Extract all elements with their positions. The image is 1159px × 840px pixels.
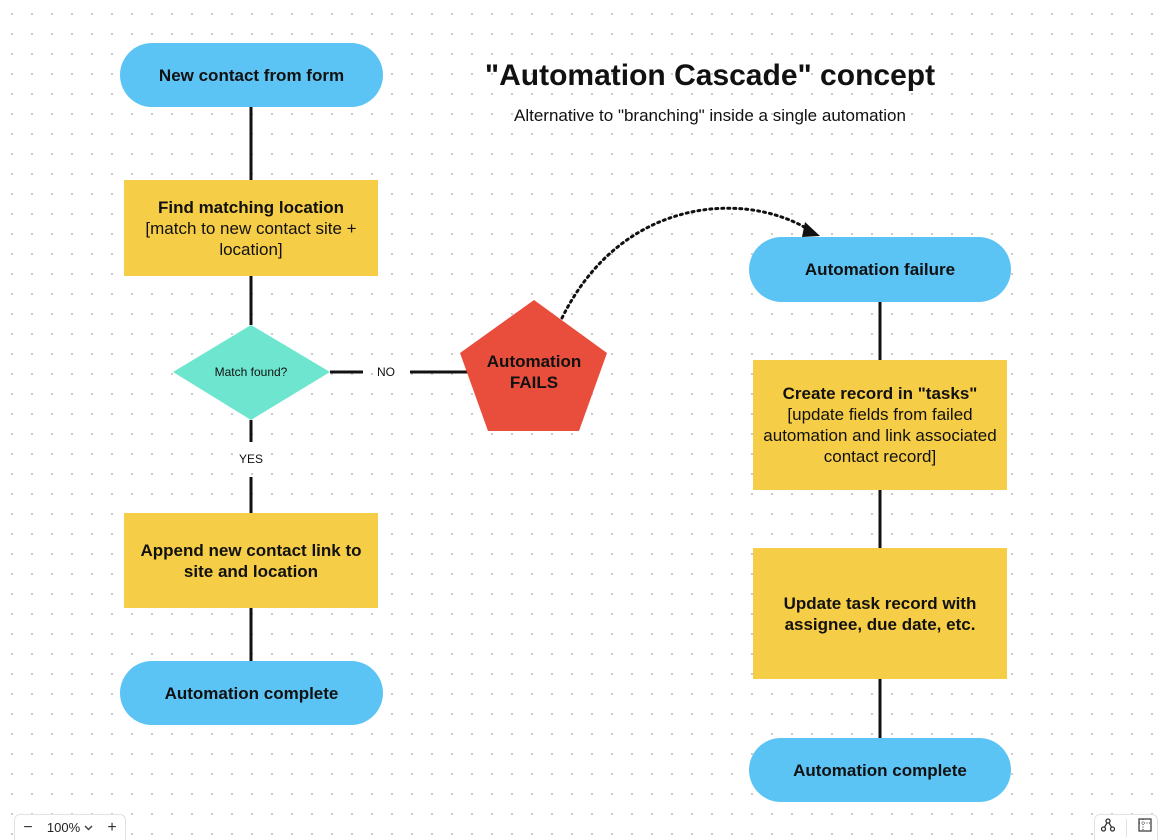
node-create-task-body: [update fields from failed automation an… [763, 405, 997, 466]
node-complete-right-label: Automation complete [793, 760, 967, 780]
zoom-out-button[interactable]: − [23, 818, 33, 836]
zoom-level-select[interactable]: 100% [47, 820, 93, 835]
node-complete-left-label: Automation complete [164, 683, 339, 703]
node-append-link[interactable]: Append new contact link to site and loca… [124, 513, 378, 608]
node-automation-failure[interactable]: Automation failure [749, 237, 1011, 302]
zoom-level-value: 100% [46, 820, 81, 835]
node-complete-left[interactable]: Automation complete [120, 661, 383, 725]
node-find-location-title: Find matching location [157, 197, 345, 217]
fails-pentagon [460, 300, 607, 431]
graph-button[interactable] [1100, 818, 1115, 837]
node-find-location-body: [match to new contact site + location] [145, 218, 357, 259]
chevron-down-icon [84, 824, 93, 831]
minimap-icon [1137, 818, 1152, 832]
edge-fails-to-failure [560, 206, 808, 320]
node-find-location[interactable]: Find matching location [match to new con… [124, 180, 378, 276]
node-complete-right[interactable]: Automation complete [749, 738, 1011, 802]
node-append-link-label: Append new contact link to site and loca… [140, 540, 362, 581]
edge-label-yes: YES [234, 450, 268, 468]
diagram-title: "Automation Cascade" concept [484, 59, 936, 92]
zoom-controls: − 100% + [14, 814, 126, 840]
node-update-task-label: Update task record with assignee, due da… [783, 593, 977, 634]
node-new-contact-label: New contact from form [158, 65, 345, 85]
view-tools [1094, 814, 1158, 840]
node-decision-label: Match found? [214, 365, 288, 379]
toolbar-divider [1125, 818, 1127, 837]
node-new-contact[interactable]: New contact from form [120, 43, 383, 107]
node-create-task[interactable]: Create record in "tasks" [update fields … [753, 360, 1007, 490]
graph-icon [1100, 818, 1115, 832]
diagram-subtitle: Alternative to "branching" inside a sing… [514, 106, 906, 125]
edge-label-no: NO [373, 363, 399, 381]
node-update-task[interactable]: Update task record with assignee, due da… [753, 548, 1007, 679]
node-automation-failure-label: Automation failure [804, 260, 956, 279]
node-fails-label: Automation FAILS [486, 352, 582, 392]
node-create-task-title: Create record in "tasks" [782, 384, 978, 403]
minimap-button[interactable] [1137, 818, 1152, 837]
decision-diamond [173, 325, 330, 420]
arrowhead-icon [802, 222, 820, 237]
zoom-in-button[interactable]: + [107, 818, 117, 836]
